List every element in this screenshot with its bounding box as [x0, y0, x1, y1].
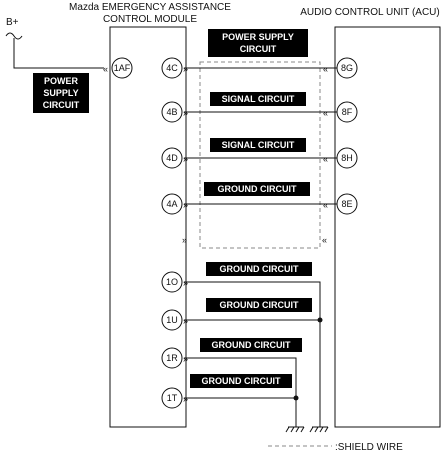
- pin-8f-circle: [336, 101, 358, 123]
- pin-1o: 1O: [166, 277, 178, 287]
- module-box: [109, 26, 187, 428]
- b-plus-wire: [13, 38, 104, 69]
- wire-1o-ground: [184, 281, 321, 427]
- signal-circuit-2: SIGNAL CIRCUIT: [222, 140, 295, 150]
- ground-circuit-1t-box: [190, 374, 292, 388]
- ground-symbol-left: [285, 426, 305, 433]
- ground-circuit-4a: GROUND CIRCUIT: [218, 184, 297, 194]
- pin-4c-circle: [161, 57, 183, 79]
- fuse-symbol: [5, 32, 23, 40]
- ground-circuit-1u: GROUND CIRCUIT: [220, 300, 299, 310]
- b-plus-label: B+: [6, 17, 19, 28]
- pin-8g-circle: [336, 57, 358, 79]
- connector-mark-4c: »: [183, 64, 188, 74]
- pin-1af: 1AF: [114, 63, 131, 73]
- pin-1u-circle: [161, 309, 183, 331]
- power-supply-line1: POWER SUPPLY: [222, 32, 294, 42]
- wire-1r-ground: [184, 357, 297, 427]
- pin-1t: 1T: [167, 393, 178, 403]
- ground-circuit-1o: GROUND CIRCUIT: [220, 264, 299, 274]
- ground-circuit-4a-box: [204, 182, 310, 196]
- left-power-line2: SUPPLY: [43, 88, 78, 98]
- connector-mark-8f: «: [323, 108, 328, 118]
- pin-1o-circle: [161, 271, 183, 293]
- junction-1u: [317, 317, 323, 323]
- junction-1t: [293, 395, 299, 401]
- connector-mark-4a: »: [183, 200, 188, 210]
- signal-circuit-1-box: [210, 92, 306, 106]
- connector-mark-1t: »: [183, 394, 188, 404]
- pin-8h-circle: [336, 147, 358, 169]
- left-power-line3: CIRCUIT: [43, 100, 80, 110]
- connector-mark-4b: »: [183, 108, 188, 118]
- acu-title: AUDIO CONTROL UNIT (ACU): [300, 7, 439, 18]
- legend-shield-label: :SHIELD WIRE: [335, 442, 403, 453]
- pin-4a: 4A: [166, 199, 177, 209]
- connector-mark-shield-right: «: [322, 235, 327, 245]
- power-supply-line2: CIRCUIT: [240, 44, 277, 54]
- connector-mark-8h: «: [323, 154, 328, 164]
- pin-1u: 1U: [166, 315, 178, 325]
- ground-circuit-1t: GROUND CIRCUIT: [202, 376, 281, 386]
- left-power-supply-box: [33, 73, 89, 113]
- connector-mark-1af: «: [103, 64, 108, 74]
- module-title-line2: CONTROL MODULE: [103, 14, 197, 25]
- pin-4d: 4D: [166, 153, 178, 163]
- pin-8g: 8G: [341, 63, 353, 73]
- pin-8e: 8E: [341, 199, 352, 209]
- left-power-line1: POWER: [44, 76, 79, 86]
- connector-mark-4d: »: [183, 154, 188, 164]
- pin-1r: 1R: [166, 353, 178, 363]
- signal-circuit-2-box: [210, 138, 306, 152]
- connector-mark-1u: »: [183, 316, 188, 326]
- ground-circuit-1o-box: [206, 262, 312, 276]
- pin-1af-circle: [111, 57, 133, 79]
- ground-circuit-1r-box: [200, 338, 302, 352]
- pin-4d-circle: [161, 147, 183, 169]
- module-title-line1: Mazda EMERGENCY ASSISTANCE: [69, 2, 231, 13]
- pin-8e-circle: [336, 193, 358, 215]
- acu-box: [334, 26, 441, 428]
- connector-mark-8e: «: [323, 200, 328, 210]
- connector-mark-shield-left: »: [182, 235, 187, 245]
- pin-1r-circle: [161, 347, 183, 369]
- pin-4c: 4C: [166, 63, 178, 73]
- ground-circuit-1r: GROUND CIRCUIT: [212, 340, 291, 350]
- power-supply-circuit-box: [208, 29, 308, 57]
- connector-mark-8g: «: [323, 64, 328, 74]
- connector-mark-1r: »: [183, 354, 188, 364]
- pin-4a-circle: [161, 193, 183, 215]
- shield-wire: [199, 61, 321, 249]
- pin-8h: 8H: [341, 153, 353, 163]
- pin-1t-circle: [161, 387, 183, 409]
- signal-circuit-1: SIGNAL CIRCUIT: [222, 94, 295, 104]
- ground-symbol-right: [309, 426, 329, 433]
- pin-4b: 4B: [166, 107, 177, 117]
- connector-mark-1o: »: [183, 278, 188, 288]
- pin-4b-circle: [161, 101, 183, 123]
- ground-circuit-1u-box: [206, 298, 312, 312]
- pin-8f: 8F: [342, 107, 353, 117]
